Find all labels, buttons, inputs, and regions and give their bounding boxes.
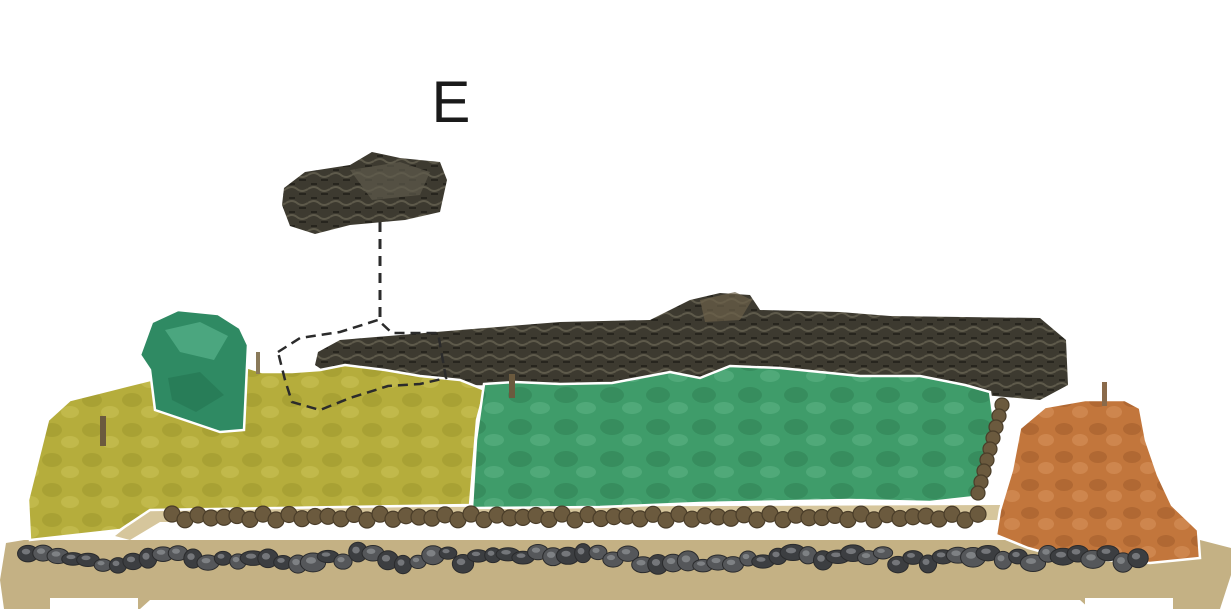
- pebble-highlight: [322, 552, 331, 556]
- pebble-highlight: [142, 553, 149, 560]
- pebble-highlight: [202, 558, 211, 563]
- pebble-highlight: [786, 548, 796, 554]
- pebble-highlight: [561, 551, 570, 557]
- pebble-highlight: [862, 553, 870, 558]
- pebble-highlight: [1086, 554, 1096, 560]
- pebble-highlight: [501, 550, 511, 555]
- pebble-highlight: [711, 558, 720, 563]
- pebble: [214, 551, 231, 565]
- pebble-highlight: [1026, 558, 1036, 564]
- pebble-highlight: [127, 557, 135, 563]
- pebble-highlight: [697, 561, 705, 565]
- pebble: [873, 547, 892, 559]
- pebble-highlight: [1132, 553, 1140, 560]
- pebble-highlight: [802, 550, 809, 556]
- pebble-highlight: [22, 549, 30, 555]
- pebble-highlight: [923, 559, 930, 565]
- pebble-highlight: [607, 555, 615, 560]
- pebble-highlight: [727, 560, 735, 565]
- pebble-highlight: [547, 552, 555, 558]
- pebble-highlight: [97, 561, 104, 565]
- pebble-highlight: [457, 559, 466, 566]
- pebble-highlight: [667, 558, 675, 564]
- panel-label: E: [415, 68, 487, 138]
- pebble-highlight: [981, 549, 991, 554]
- pebble-highlight: [172, 549, 180, 554]
- pebble-highlight: [937, 552, 946, 557]
- moss-ball: [970, 506, 986, 522]
- pebble-highlight: [66, 555, 75, 559]
- pebble-highlight: [772, 552, 779, 558]
- pebble-highlight: [218, 554, 225, 559]
- pebble-highlight: [367, 549, 376, 554]
- pebble-highlight: [1012, 552, 1020, 557]
- pebble-highlight: [413, 558, 419, 563]
- pebble-highlight: [517, 553, 526, 557]
- pebble-highlight: [472, 552, 480, 556]
- pebble-highlight: [592, 548, 599, 553]
- pebble-highlight: [966, 552, 976, 559]
- pebble-highlight: [426, 550, 435, 557]
- pebble-highlight: [998, 555, 1005, 561]
- pebble: [439, 547, 457, 559]
- pebble-highlight: [277, 558, 284, 563]
- pebble-highlight: [233, 557, 240, 562]
- pebble-highlight: [622, 549, 631, 554]
- pebble-highlight: [951, 550, 960, 556]
- pebble-highlight: [817, 555, 825, 562]
- pebble-highlight: [81, 556, 90, 561]
- pebble-highlight: [1072, 549, 1081, 555]
- pebble-highlight: [831, 552, 841, 557]
- pebble-highlight: [877, 549, 885, 553]
- pebble-highlight: [1117, 557, 1125, 564]
- pebble-highlight: [187, 553, 194, 560]
- pebble-highlight: [652, 559, 660, 566]
- pebble-highlight: [52, 551, 61, 556]
- pebble-highlight: [636, 560, 645, 566]
- pebble-highlight: [1056, 552, 1066, 558]
- pebble-highlight: [743, 554, 750, 559]
- pebble-highlight: [246, 554, 256, 559]
- pebble-highlight: [488, 551, 495, 556]
- pebble-highlight: [352, 547, 359, 554]
- pebble-highlight: [682, 555, 691, 562]
- pebble-highlight: [907, 553, 915, 558]
- orange-rock: [996, 382, 1200, 563]
- pebble-highlight: [306, 557, 316, 564]
- pebble-highlight: [37, 548, 45, 554]
- pebble-highlight: [892, 560, 900, 566]
- green-rock-wall: [472, 366, 994, 508]
- pebble-highlight: [382, 555, 390, 562]
- pebble-highlight: [113, 561, 120, 566]
- moss-ball: [971, 486, 985, 500]
- pebble-highlight: [756, 557, 765, 562]
- pebble-highlight: [1102, 549, 1111, 554]
- pebble-highlight: [292, 559, 299, 565]
- pebble-highlight: [532, 547, 540, 552]
- pebble-highlight: [337, 557, 344, 562]
- pebble-highlight: [578, 548, 585, 555]
- pebble-highlight: [442, 549, 449, 553]
- pebble-highlight: [398, 559, 405, 565]
- floating-rock: [282, 152, 447, 234]
- pebble-highlight: [846, 548, 856, 554]
- pebble-highlight: [157, 550, 166, 555]
- pebble-highlight: [1042, 549, 1050, 555]
- pebble-highlight: [262, 553, 270, 560]
